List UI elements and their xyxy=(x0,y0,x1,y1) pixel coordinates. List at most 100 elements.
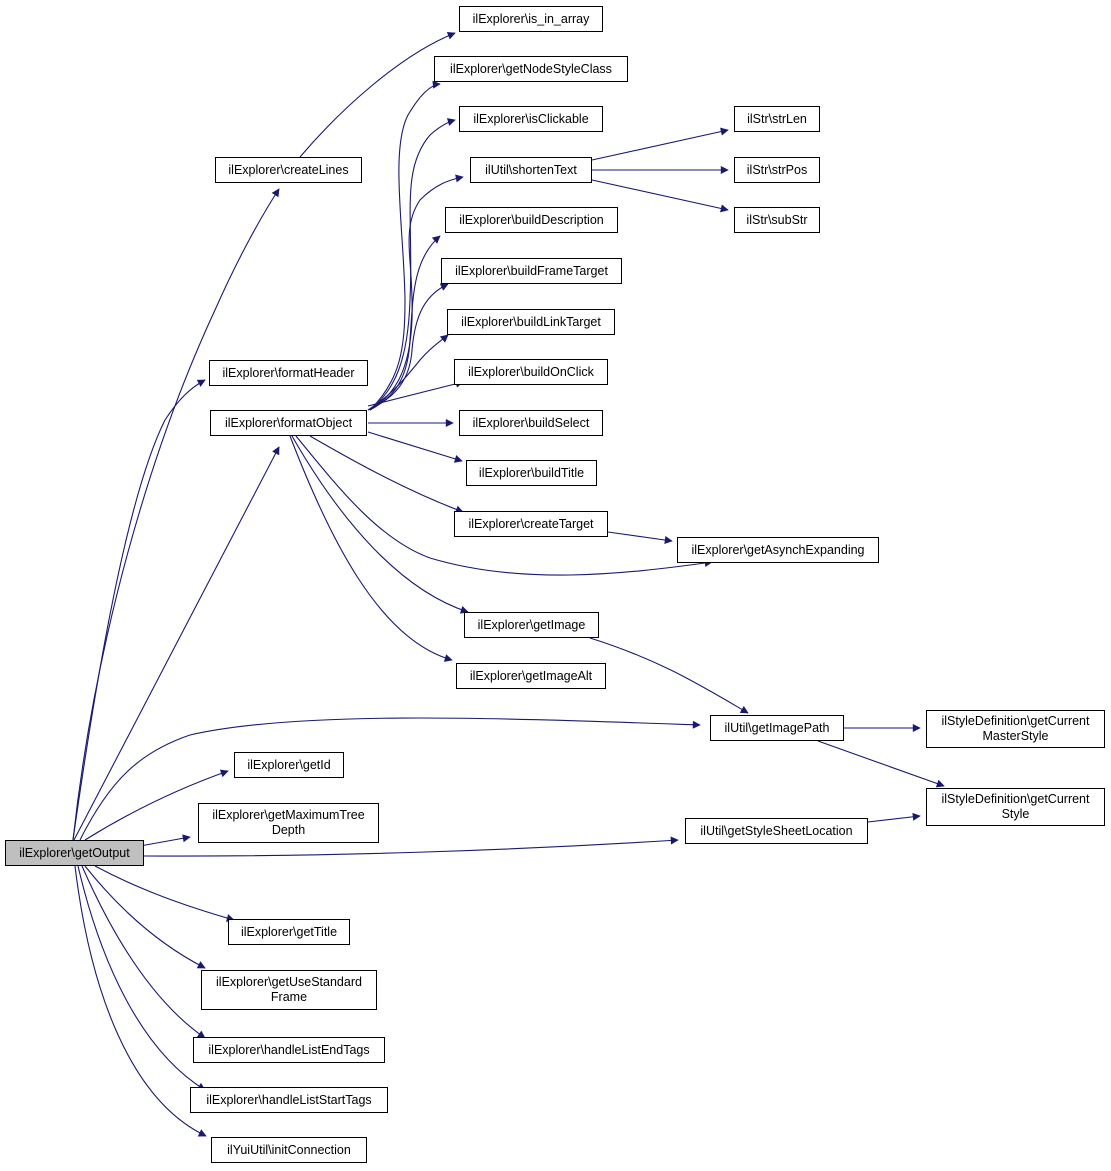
edge-getOutput-to-formatObject xyxy=(73,446,280,841)
edge-getOutput-to-getId xyxy=(84,769,229,841)
edge-getOutput-to-handleListEndTags xyxy=(81,865,206,1039)
node-label-line: ilStyleDefinition\getCurrent xyxy=(941,714,1090,728)
node-label-line: ilExplorer\buildTitle xyxy=(478,465,585,480)
edge-getOutput-to-getStyleSheetLocation xyxy=(143,836,679,857)
edge-formatObject-to-createTarget xyxy=(309,435,464,514)
node-label-line: ilExplorer\buildOnClick xyxy=(468,364,594,379)
node-buildSelect[interactable]: ilExplorer\buildSelect xyxy=(459,410,603,436)
node-getImage[interactable]: ilExplorer\getImage xyxy=(464,612,599,638)
node-label-line: Depth xyxy=(271,823,306,837)
node-label-line: ilExplorer\formatHeader xyxy=(222,365,355,380)
node-label-line: Frame xyxy=(270,990,308,1004)
node-label-line: ilExplorer\getUseStandard xyxy=(216,975,362,989)
node-getTitle[interactable]: ilExplorer\getTitle xyxy=(228,919,350,945)
node-label-line: ilExplorer\getTitle xyxy=(240,924,338,939)
node-label-line: ilExplorer\getAsynchExpanding xyxy=(691,542,865,557)
node-label: ilExplorer\buildFrameTarget xyxy=(455,264,608,279)
node-handleListStartTags[interactable]: ilExplorer\handleListStartTags xyxy=(190,1087,388,1113)
node-buildLinkTarget[interactable]: ilExplorer\buildLinkTarget xyxy=(447,309,615,335)
node-label: ilExplorer\createTarget xyxy=(468,517,593,532)
node-getOutput[interactable]: ilExplorer\getOutput xyxy=(5,840,144,866)
node-label: ilExplorer\buildOnClick xyxy=(468,365,594,380)
node-label: ilExplorer\handleListStartTags xyxy=(206,1093,371,1108)
edge-getOutput-to-getUseStandardFrame xyxy=(84,865,206,969)
edge-formatObject-to-getAsynchExpanding xyxy=(295,435,713,576)
node-label: ilStr\strPos xyxy=(747,163,807,178)
edge-shortenText-to-strLen xyxy=(591,127,729,161)
node-label: ilStr\strLen xyxy=(747,112,807,127)
node-getAsynchExpanding[interactable]: ilExplorer\getAsynchExpanding xyxy=(677,537,879,563)
edge-getOutput-to-getMaximumTreeDepth xyxy=(139,834,191,847)
node-strLen[interactable]: ilStr\strLen xyxy=(734,106,820,132)
node-label-line: ilExplorer\getImage xyxy=(477,617,586,632)
node-label-line: ilStr\strLen xyxy=(747,111,807,126)
node-createTarget[interactable]: ilExplorer\createTarget xyxy=(454,511,608,537)
node-label: ilExplorer\getImageAlt xyxy=(470,669,592,684)
edge-formatObject-to-shortenText xyxy=(369,174,464,411)
node-label-line: ilExplorer\createTarget xyxy=(468,516,594,531)
edge-getStyleSheetLocation-to-getCurrentStyle xyxy=(867,812,921,823)
edge-formatObject-to-getNodeStyleClass xyxy=(369,80,441,411)
node-subStr[interactable]: ilStr\subStr xyxy=(734,207,820,233)
node-formatHeader[interactable]: ilExplorer\formatHeader xyxy=(209,360,368,386)
node-label: ilExplorer\handleListEndTags xyxy=(208,1043,369,1058)
node-isClickable[interactable]: ilExplorer\isClickable xyxy=(459,106,603,132)
node-buildTitle[interactable]: ilExplorer\buildTitle xyxy=(466,460,597,486)
node-label-line: ilExplorer\getMaximumTree xyxy=(212,808,365,822)
node-label-line: ilExplorer\buildDescription xyxy=(459,212,604,227)
edge-createLines-to-is_in_array xyxy=(299,31,456,158)
node-label: ilExplorer\getOutput xyxy=(19,846,129,861)
node-label-line: ilExplorer\isClickable xyxy=(473,111,589,126)
node-getImagePath[interactable]: ilUtil\getImagePath xyxy=(710,715,844,741)
node-label: ilExplorer\is_in_array xyxy=(473,12,590,27)
node-label: ilExplorer\getAsynchExpanding xyxy=(691,543,864,558)
node-getId[interactable]: ilExplorer\getId xyxy=(234,752,344,778)
node-label-line: ilUtil\getImagePath xyxy=(724,720,830,735)
node-label-line: ilExplorer\formatObject xyxy=(224,415,353,430)
node-initConnection[interactable]: ilYuiUtil\initConnection xyxy=(211,1137,367,1163)
edge-formatObject-to-getImage xyxy=(291,435,469,614)
node-label-line: ilExplorer\is_in_array xyxy=(472,11,590,26)
edge-getImage-to-getImagePath xyxy=(589,637,749,714)
node-buildDescription[interactable]: ilExplorer\buildDescription xyxy=(445,207,618,233)
node-label: ilExplorer\createLines xyxy=(228,163,348,178)
node-label: ilUtil\getStyleSheetLocation xyxy=(700,824,852,839)
edge-getOutput-to-getTitle xyxy=(94,865,235,922)
node-handleListEndTags[interactable]: ilExplorer\handleListEndTags xyxy=(193,1037,385,1063)
node-getStyleSheetLocation[interactable]: ilUtil\getStyleSheetLocation xyxy=(685,818,868,844)
node-label: ilExplorer\buildLinkTarget xyxy=(461,315,601,330)
node-formatObject[interactable]: ilExplorer\formatObject xyxy=(210,410,367,436)
edge-getOutput-to-formatHeader xyxy=(72,379,206,841)
edge-shortenText-to-subStr xyxy=(591,179,729,213)
node-label-line: ilExplorer\getNodeStyleClass xyxy=(450,61,612,76)
node-shortenText[interactable]: ilUtil\shortenText xyxy=(470,157,592,183)
node-is_in_array[interactable]: ilExplorer\is_in_array xyxy=(459,6,603,32)
edge-createTarget-to-getAsynchExpanding xyxy=(607,531,673,544)
node-label-line: ilStr\subStr xyxy=(746,212,808,227)
node-label: ilExplorer\getNodeStyleClass xyxy=(450,62,612,77)
node-label-line: ilStr\strPos xyxy=(746,162,808,177)
node-label-line: ilExplorer\getOutput xyxy=(19,845,130,860)
edge-formatObject-to-buildOnClick xyxy=(367,379,464,407)
node-strPos[interactable]: ilStr\strPos xyxy=(734,157,820,183)
node-getImageAlt[interactable]: ilExplorer\getImageAlt xyxy=(456,663,606,689)
node-label-line: ilYuiUtil\initConnection xyxy=(227,1142,351,1157)
edge-getOutput-to-handleListStartTags xyxy=(77,865,206,1091)
edge-getOutput-to-initConnection xyxy=(74,865,207,1137)
node-getNodeStyleClass[interactable]: ilExplorer\getNodeStyleClass xyxy=(434,56,628,82)
node-buildFrameTarget[interactable]: ilExplorer\buildFrameTarget xyxy=(441,258,622,284)
edge-getOutput-to-getImagePath xyxy=(79,717,701,841)
node-buildOnClick[interactable]: ilExplorer\buildOnClick xyxy=(454,359,608,385)
edge-formatObject-to-buildTitle xyxy=(367,431,463,463)
node-createLines[interactable]: ilExplorer\createLines xyxy=(215,157,362,183)
node-label: ilUtil\shortenText xyxy=(485,163,577,178)
node-label: ilExplorer\isClickable xyxy=(473,112,588,127)
